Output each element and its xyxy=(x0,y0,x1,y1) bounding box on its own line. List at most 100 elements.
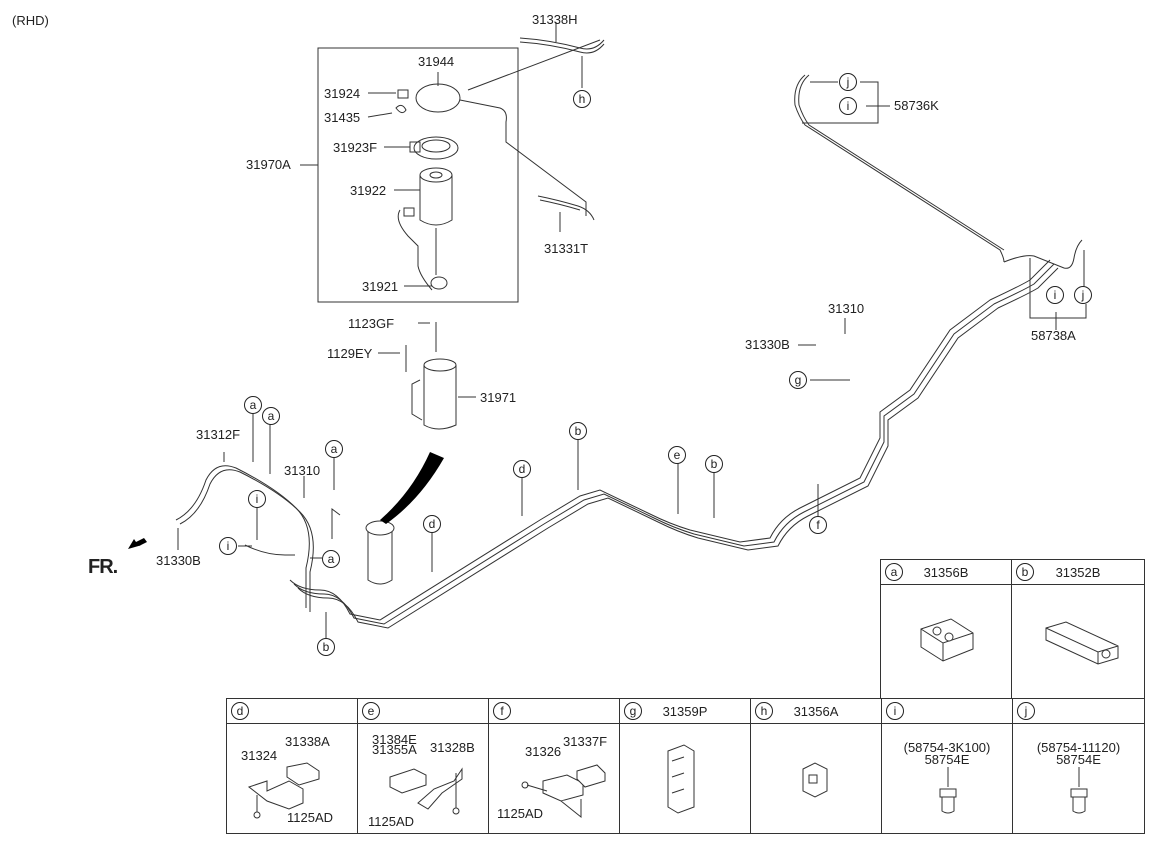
variant-label: (RHD) xyxy=(12,13,49,28)
part-label-31324[interactable]: 31324 xyxy=(241,748,278,763)
clip-ref-a[interactable]: a xyxy=(325,440,343,458)
clamp-bracket-icon xyxy=(521,764,606,819)
part-label-31312F[interactable]: 31312F xyxy=(196,427,241,442)
clip-ref-a[interactable]: a xyxy=(322,550,340,568)
clip-ref-i[interactable]: i xyxy=(1046,286,1064,304)
filter-bracket-part xyxy=(378,322,476,430)
clip-ref-d[interactable]: d xyxy=(423,515,441,533)
legend-cell-h[interactable]: h 31356A xyxy=(750,698,882,834)
part-label-31923F[interactable]: 31923F xyxy=(333,140,378,155)
clip-31356B-icon xyxy=(920,618,974,662)
clip-ref-b[interactable]: b xyxy=(705,455,723,473)
part-label-31355A[interactable]: 31355A xyxy=(372,742,417,757)
clip-ref-i[interactable]: i xyxy=(219,537,237,555)
legend-letter-f: f xyxy=(493,702,511,720)
part-label-58736K[interactable]: 58736K xyxy=(894,98,939,113)
clip-ref-g[interactable]: g xyxy=(789,371,807,389)
legend-letter-a: a xyxy=(885,563,903,581)
clip-ref-b[interactable]: b xyxy=(569,422,587,440)
main-fuel-line-bundle xyxy=(289,259,1059,629)
clip-ref-i[interactable]: i xyxy=(839,97,857,115)
clip-31356A-icon xyxy=(802,762,828,798)
legend-cell-header: d xyxy=(227,699,357,724)
legend-letter-g: g xyxy=(624,702,642,720)
legend-cell-header: a 31356B xyxy=(881,560,1011,585)
part-label-31330B-left[interactable]: 31330B xyxy=(156,553,201,568)
part-label-31384E[interactable]: 31384E xyxy=(372,732,417,747)
part-alt-number[interactable]: (58754-11120) xyxy=(1036,740,1121,755)
legend-part-code: 31359P xyxy=(662,704,708,719)
part-label-1125AD[interactable]: 1125AD xyxy=(497,806,544,821)
clip-31359P-icon xyxy=(667,744,695,814)
legend-cell-j[interactable]: j (58754-11120) 58754E xyxy=(1012,698,1145,834)
installed-filter-assembly xyxy=(331,508,395,585)
filter-head-part xyxy=(395,72,461,114)
legend-cell-i[interactable]: i (58754-3K100) 58754E xyxy=(881,698,1013,834)
legend-cell-header: i xyxy=(882,699,1012,724)
clip-ref-e[interactable]: e xyxy=(668,446,686,464)
clip-ref-f[interactable]: f xyxy=(809,516,827,534)
part-label-31921[interactable]: 31921 xyxy=(362,279,399,294)
bleeder-plug-icon xyxy=(939,767,957,814)
clip-ref-h[interactable]: h xyxy=(573,90,591,108)
part-label-31330B-right[interactable]: 31330B xyxy=(745,337,790,352)
part-label-31328B[interactable]: 31328B xyxy=(430,740,475,755)
legend-cell-header: j xyxy=(1013,699,1144,724)
clip-ref-j[interactable]: j xyxy=(839,73,857,91)
part-label-1125AD[interactable]: 1125AD xyxy=(287,810,334,825)
part-alt-number[interactable]: (58754-3K100) xyxy=(903,740,991,755)
part-label-31944[interactable]: 31944 xyxy=(418,54,455,69)
clamp-bracket-icon xyxy=(247,762,320,819)
legend-cell-b[interactable]: b 31352B xyxy=(1011,559,1145,699)
legend-cell-header: h 31356A xyxy=(751,699,881,724)
part-label-31922[interactable]: 31922 xyxy=(350,183,387,198)
legend-cell-d[interactable]: d 31338A 31324 1125AD xyxy=(226,698,358,834)
clip-ref-d[interactable]: d xyxy=(513,460,531,478)
clip-ref-a[interactable]: a xyxy=(262,407,280,425)
clip-ref-j[interactable]: j xyxy=(1074,286,1092,304)
part-label-31331T[interactable]: 31331T xyxy=(544,241,589,256)
legend-cell-g[interactable]: g 31359P xyxy=(619,698,751,834)
part-label-31310-right[interactable]: 31310 xyxy=(828,301,865,316)
clip-ref-b[interactable]: b xyxy=(317,638,335,656)
part-label-1125AD[interactable]: 1125AD xyxy=(368,814,415,829)
part-label-31310-left[interactable]: 31310 xyxy=(284,463,321,478)
part-label-31338A[interactable]: 31338A xyxy=(285,734,330,749)
bleeder-plug-icon xyxy=(1070,767,1088,814)
part-label-58754E[interactable]: 58754E xyxy=(924,752,970,767)
part-label-31326[interactable]: 31326 xyxy=(525,744,562,759)
part-label-31970A[interactable]: 31970A xyxy=(246,157,291,172)
legend-part-code: 31352B xyxy=(1055,565,1101,580)
legend-cell-e[interactable]: e 31384E 31355A 31328B 1125AD xyxy=(357,698,489,834)
part-label-1123GF[interactable]: 1123GF xyxy=(348,316,395,331)
legend-cell-a[interactable]: a 31356B xyxy=(880,559,1012,699)
legend-letter-d: d xyxy=(231,702,249,720)
clip-ref-i[interactable]: i xyxy=(248,490,266,508)
legend-letter-e: e xyxy=(362,702,380,720)
legend-letter-h: h xyxy=(755,702,773,720)
part-label-31337F[interactable]: 31337F xyxy=(563,734,608,749)
legend-cell-header: g 31359P xyxy=(620,699,750,724)
front-arrow-icon xyxy=(128,538,147,549)
part-label-1129EY[interactable]: 1129EY xyxy=(327,346,373,361)
legend-part-code: 31356A xyxy=(793,704,839,719)
part-label-58738A[interactable]: 58738A xyxy=(1031,328,1076,343)
clip-31352B-icon xyxy=(1045,621,1119,665)
part-label-31435[interactable]: 31435 xyxy=(324,110,361,125)
legend-cell-header: b 31352B xyxy=(1012,560,1144,585)
legend-cell-header: f xyxy=(489,699,619,724)
part-label-31924[interactable]: 31924 xyxy=(324,86,361,101)
pointer-arrow-icon xyxy=(380,452,444,524)
clip-ref-a[interactable]: a xyxy=(244,396,262,414)
assembly-box-frame xyxy=(317,47,519,303)
part-label-58754E[interactable]: 58754E xyxy=(1056,752,1101,767)
legend-cell-f[interactable]: f 31337F 31326 1125AD xyxy=(488,698,620,834)
part-label-31338H[interactable]: 31338H xyxy=(532,12,578,27)
legend-part-code: 31356B xyxy=(923,565,969,580)
legend-letter-b: b xyxy=(1016,563,1034,581)
filter-cartridge-part xyxy=(419,167,453,275)
front-direction-label: FR. xyxy=(88,556,118,578)
part-label-31971[interactable]: 31971 xyxy=(480,390,517,405)
legend-letter-i: i xyxy=(886,702,904,720)
clamp-bracket-icon xyxy=(389,767,463,815)
